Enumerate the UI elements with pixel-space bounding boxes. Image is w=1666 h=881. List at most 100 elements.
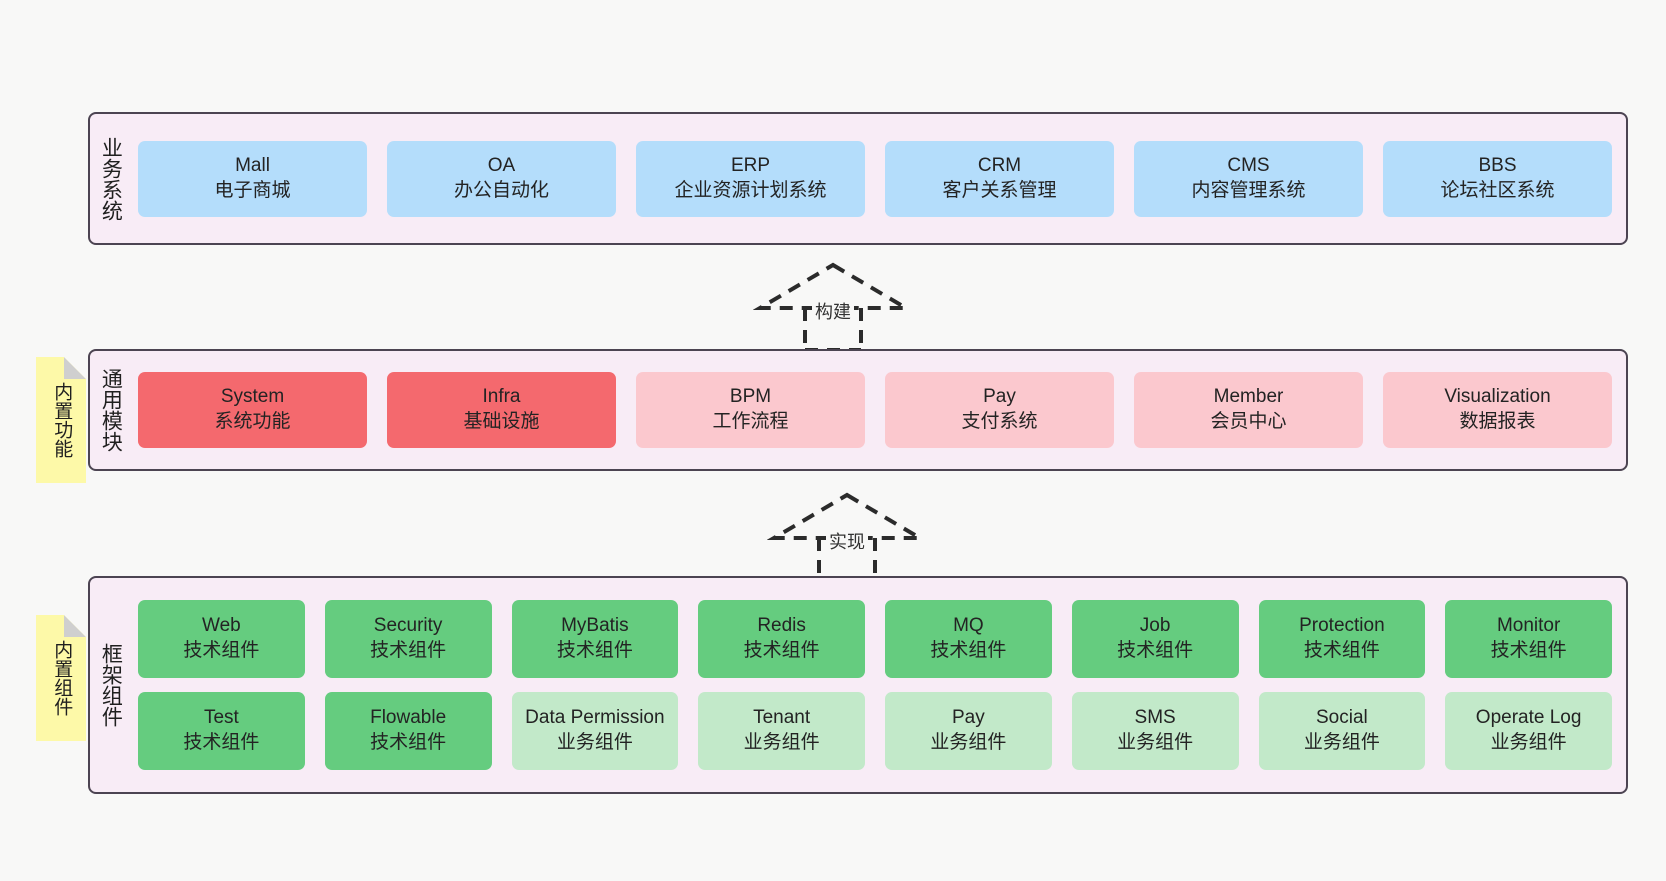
- node-pay-component[interactable]: Pay 业务组件: [885, 692, 1052, 770]
- node-subtitle: 技术组件: [1490, 640, 1567, 661]
- node-subtitle: 办公自动化: [453, 179, 549, 201]
- node-subtitle: 论坛社区系统: [1440, 179, 1555, 201]
- node-protection[interactable]: Protection 技术组件: [1258, 600, 1426, 678]
- node-subtitle: 基础设施: [463, 411, 540, 432]
- node-subtitle: 业务组件: [1490, 732, 1567, 753]
- node-sms[interactable]: SMS 业务组件: [1071, 692, 1239, 770]
- node-subtitle: 业务组件: [743, 732, 820, 753]
- row-tech-components: Web 技术组件 Security 技术组件 MyBatis 技术组件 Redi…: [138, 600, 1612, 678]
- layer-body-business-system: Mall 电子商城 OA 办公自动化 ERP 企业资源计划系统 CRM 客户关系…: [130, 114, 1626, 243]
- node-title: CMS: [1227, 154, 1270, 176]
- node-subtitle: 数据报表: [1459, 411, 1536, 432]
- node-subtitle: 技术组件: [183, 640, 260, 661]
- node-title: Pay: [952, 707, 985, 729]
- note-builtin-component: 内置组件: [36, 615, 86, 741]
- node-title: Redis: [757, 615, 806, 637]
- node-subtitle: 业务组件: [1303, 732, 1380, 753]
- node-pay-module[interactable]: Pay 支付系统: [885, 372, 1114, 448]
- node-title: Mall: [235, 154, 270, 176]
- node-job[interactable]: Job 技术组件: [1071, 600, 1239, 678]
- row-common-modules: System 系统功能 Infra 基础设施 BPM 工作流程 Pay 支付系统…: [138, 372, 1612, 448]
- node-oa[interactable]: OA 办公自动化: [387, 140, 616, 217]
- node-subtitle: 技术组件: [743, 640, 820, 661]
- node-member[interactable]: Member 会员中心: [1134, 372, 1363, 448]
- node-subtitle: 技术组件: [1303, 640, 1380, 661]
- node-title: SMS: [1134, 707, 1176, 729]
- node-subtitle: 技术组件: [183, 732, 260, 753]
- note-fold-corner-icon: [64, 357, 86, 379]
- node-subtitle: 会员中心: [1210, 411, 1287, 432]
- node-crm[interactable]: CRM 客户关系管理: [885, 140, 1114, 217]
- row-business-components: Test 技术组件 Flowable 技术组件 Data Permission …: [138, 692, 1612, 770]
- node-title: MyBatis: [561, 615, 629, 637]
- node-title: BBS: [1478, 154, 1517, 176]
- node-title: Social: [1316, 707, 1368, 729]
- node-security[interactable]: Security 技术组件: [324, 600, 492, 678]
- node-title: BPM: [729, 386, 772, 408]
- node-title: Pay: [983, 386, 1016, 408]
- connector-implement: 实现: [767, 490, 927, 582]
- node-redis[interactable]: Redis 技术组件: [698, 600, 865, 678]
- node-flowable[interactable]: Flowable 技术组件: [324, 692, 492, 770]
- node-subtitle: 客户关系管理: [942, 179, 1057, 201]
- node-infra[interactable]: Infra 基础设施: [387, 372, 616, 448]
- node-operate-log[interactable]: Operate Log 业务组件: [1445, 692, 1612, 770]
- node-title: Data Permission: [525, 707, 665, 729]
- node-title: Web: [202, 615, 241, 637]
- node-social[interactable]: Social 业务组件: [1258, 692, 1426, 770]
- node-subtitle: 业务组件: [556, 732, 633, 753]
- node-monitor[interactable]: Monitor 技术组件: [1445, 600, 1612, 678]
- node-erp[interactable]: ERP 企业资源计划系统: [636, 140, 865, 217]
- node-title: Protection: [1299, 615, 1385, 637]
- note-builtin-component-label: 内置组件: [51, 640, 73, 716]
- node-subtitle: 系统功能: [214, 411, 291, 432]
- node-tenant[interactable]: Tenant 业务组件: [698, 692, 865, 770]
- layer-body-framework-component: Web 技术组件 Security 技术组件 MyBatis 技术组件 Redi…: [130, 578, 1626, 792]
- layer-title-common-module: 通用模块: [99, 368, 123, 452]
- node-title: Member: [1213, 386, 1284, 408]
- node-title: Flowable: [370, 707, 447, 729]
- node-bpm[interactable]: BPM 工作流程: [636, 372, 865, 448]
- node-data-permission[interactable]: Data Permission 业务组件: [511, 692, 679, 770]
- node-title: Operate Log: [1475, 707, 1582, 729]
- node-title: Infra: [482, 386, 521, 408]
- node-subtitle: 电子商城: [214, 179, 291, 201]
- node-title: System: [220, 386, 285, 408]
- node-bbs[interactable]: BBS 论坛社区系统: [1383, 140, 1612, 217]
- node-visualization[interactable]: Visualization 数据报表: [1383, 372, 1612, 448]
- node-subtitle: 企业资源计划系统: [674, 179, 827, 201]
- layer-common-module: 通用模块 System 系统功能 Infra 基础设施 BPM 工作流程 Pay…: [88, 349, 1628, 471]
- node-title: MQ: [953, 615, 984, 637]
- node-subtitle: 业务组件: [1117, 732, 1194, 753]
- node-subtitle: 业务组件: [930, 732, 1007, 753]
- node-subtitle: 内容管理系统: [1191, 179, 1306, 201]
- note-builtin-feature: 内置功能: [36, 357, 86, 483]
- layer-framework-component: 框架组件 Web 技术组件 Security 技术组件 MyBatis 技术组件…: [88, 576, 1628, 794]
- note-fold-corner-icon: [64, 615, 86, 637]
- connector-build-label: 构建: [812, 298, 854, 324]
- node-title: Monitor: [1496, 615, 1561, 637]
- node-system[interactable]: System 系统功能: [138, 372, 367, 448]
- node-mall[interactable]: Mall 电子商城: [138, 140, 367, 217]
- node-title: ERP: [730, 154, 771, 176]
- node-subtitle: 技术组件: [370, 640, 447, 661]
- node-mybatis[interactable]: MyBatis 技术组件: [511, 600, 679, 678]
- node-cms[interactable]: CMS 内容管理系统: [1134, 140, 1363, 217]
- node-subtitle: 技术组件: [556, 640, 633, 661]
- node-web[interactable]: Web 技术组件: [138, 600, 305, 678]
- node-title: Job: [1139, 615, 1171, 637]
- connector-implement-label: 实现: [826, 528, 868, 554]
- row-business-apps: Mall 电子商城 OA 办公自动化 ERP 企业资源计划系统 CRM 客户关系…: [138, 140, 1612, 217]
- node-mq[interactable]: MQ 技术组件: [885, 600, 1052, 678]
- node-subtitle: 技术组件: [370, 732, 447, 753]
- layer-title-business-system: 业务系统: [99, 136, 123, 221]
- note-builtin-feature-label: 内置功能: [51, 382, 73, 458]
- node-test[interactable]: Test 技术组件: [138, 692, 305, 770]
- node-title: OA: [487, 154, 516, 176]
- connector-build: 构建: [753, 260, 913, 352]
- node-subtitle: 支付系统: [961, 411, 1038, 432]
- layer-title-framework-component: 框架组件: [99, 643, 123, 727]
- node-subtitle: 工作流程: [712, 411, 789, 432]
- node-title: Test: [203, 707, 239, 729]
- node-subtitle: 技术组件: [1117, 640, 1194, 661]
